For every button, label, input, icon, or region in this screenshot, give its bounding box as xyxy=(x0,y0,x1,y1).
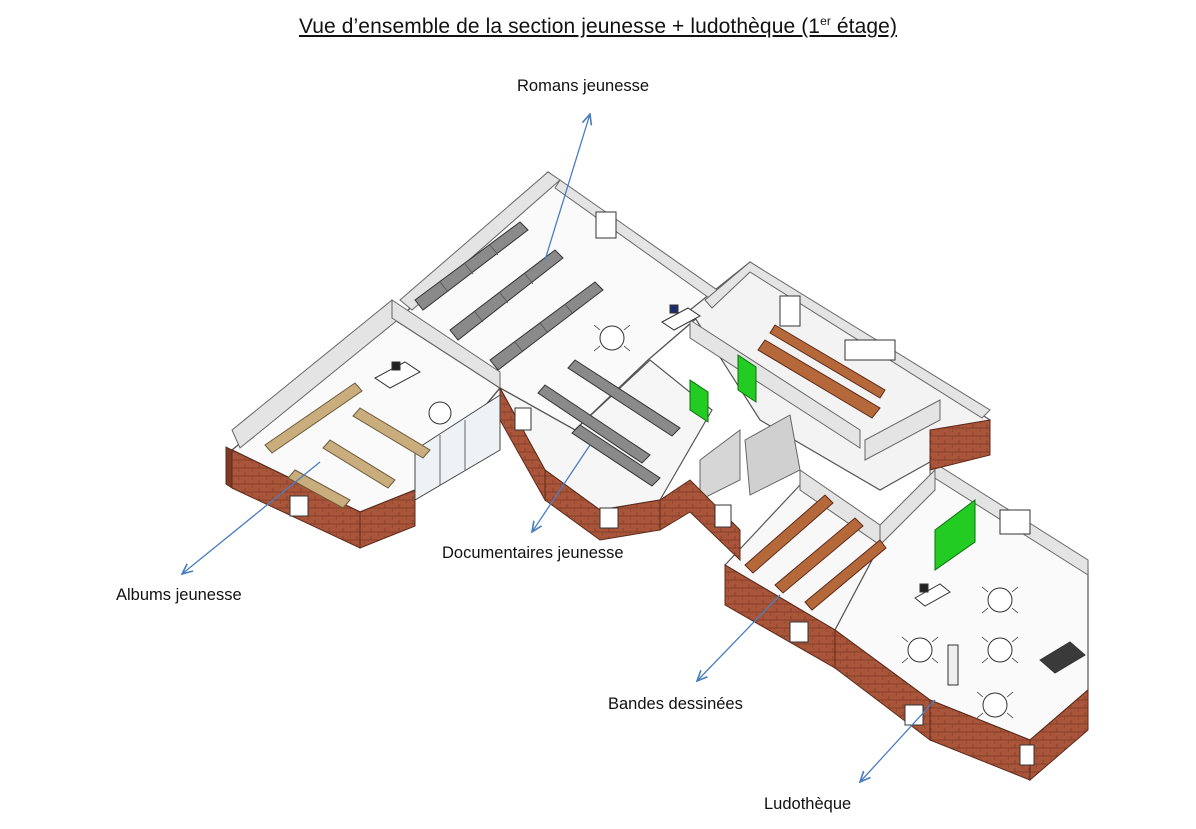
window xyxy=(1019,744,1035,766)
round-table xyxy=(987,637,1013,663)
albums-end-facade xyxy=(225,446,233,489)
center-front-wall xyxy=(689,319,861,449)
romans-shelves xyxy=(414,221,604,371)
diagram-title: Vue d’ensemble de la section jeunesse + … xyxy=(0,14,1196,39)
arrow-romans xyxy=(544,114,590,261)
shelf-unit xyxy=(774,517,864,594)
center-back-wall xyxy=(704,261,991,419)
label-bandes-dessinees: Bandes dessinées xyxy=(608,695,743,713)
arrow-albums xyxy=(182,461,321,574)
shelf-unit xyxy=(489,281,604,371)
window xyxy=(779,295,801,327)
albums-shelves xyxy=(264,382,431,509)
monitor xyxy=(919,583,929,593)
window xyxy=(999,509,1031,535)
shelf-unit xyxy=(449,249,564,341)
round-table xyxy=(982,692,1008,718)
ludo-partition xyxy=(879,468,936,547)
label-albums-jeunesse: Albums jeunesse xyxy=(116,586,242,604)
green-door xyxy=(934,499,976,571)
shelf-unit xyxy=(757,339,881,419)
foosball-table xyxy=(1039,641,1086,674)
shelf-unit xyxy=(804,539,887,611)
wc-wall-a xyxy=(699,429,741,501)
desk xyxy=(914,583,951,607)
label-ludotheque: Ludothèque xyxy=(764,795,852,813)
shelf-unit xyxy=(352,407,431,459)
center-room-shelves xyxy=(757,324,886,419)
shelf-unit xyxy=(264,382,363,454)
window xyxy=(595,211,617,239)
window xyxy=(514,407,532,431)
title-text: Vue d’ensemble de la section jeunesse + … xyxy=(298,15,821,38)
albums-facade-right xyxy=(359,489,416,549)
title-text-end: étage) xyxy=(830,15,898,38)
shelf-unit xyxy=(287,469,351,509)
window xyxy=(714,504,732,528)
window xyxy=(599,507,619,529)
label-documentaires-jeunesse: Documentaires jeunesse xyxy=(442,544,624,562)
monitor xyxy=(669,304,679,314)
window xyxy=(844,339,896,361)
arrow-bd xyxy=(697,594,781,681)
leader-arrows xyxy=(182,114,936,782)
documentaires-shelves xyxy=(537,359,681,487)
shelf-unit xyxy=(322,439,396,489)
window xyxy=(289,495,309,517)
shelf-unit xyxy=(744,494,834,574)
title-superscript: er xyxy=(820,14,831,28)
wc-wall-b xyxy=(744,414,801,496)
shelf-unit xyxy=(567,359,681,437)
round-table xyxy=(599,325,625,351)
middle-facade xyxy=(659,479,741,562)
right-facade-top xyxy=(929,419,991,471)
facade-windows xyxy=(289,211,1035,766)
monitor xyxy=(391,361,401,371)
shelf-unit xyxy=(537,384,651,464)
round-table xyxy=(907,637,933,663)
partition-wall xyxy=(864,399,941,461)
furniture xyxy=(374,304,1086,719)
shelf-unit xyxy=(414,221,529,311)
round-table xyxy=(987,587,1013,613)
arrow-documentaires xyxy=(532,444,591,532)
column xyxy=(947,644,959,686)
bd-shelves xyxy=(744,494,887,611)
arrow-ludotheque xyxy=(860,699,936,782)
window xyxy=(789,621,809,643)
window xyxy=(904,704,924,726)
green-door xyxy=(737,354,757,403)
round-table xyxy=(428,401,452,425)
ludo-facade-right xyxy=(1029,688,1089,782)
green-door xyxy=(689,379,709,423)
shelf-unit xyxy=(769,324,886,399)
green-doors xyxy=(689,354,976,571)
desk xyxy=(661,307,701,331)
label-romans-jeunesse: Romans jeunesse xyxy=(517,77,650,95)
shelf-unit xyxy=(571,424,661,487)
glass-wall xyxy=(414,394,501,501)
